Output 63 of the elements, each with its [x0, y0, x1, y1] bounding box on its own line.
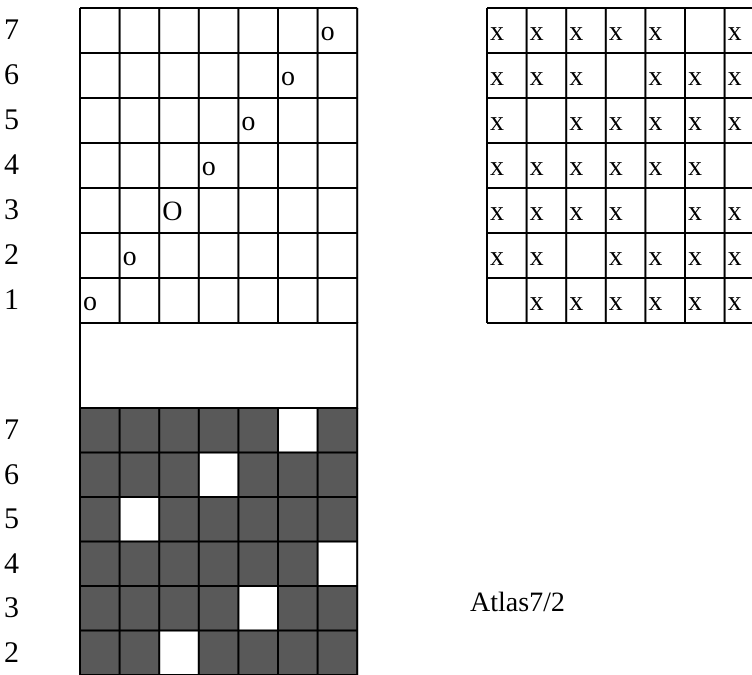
grid-mark: x [490, 60, 504, 94]
grid-mark: x [648, 105, 662, 139]
grid-mark: x [569, 285, 584, 319]
grid-mark: x [648, 240, 662, 274]
row-number: 7 [4, 12, 19, 48]
grid-mark: x [569, 105, 584, 139]
grid-mark: x [728, 240, 742, 274]
grid-mark: x [688, 195, 702, 229]
row-number: 2 [4, 634, 19, 670]
row-number: 3 [4, 192, 19, 228]
grid-mark: o [202, 150, 216, 184]
grid-mark: x [728, 15, 742, 49]
grid-mark: x [530, 285, 544, 319]
grid-mark: x [688, 240, 702, 274]
grid-mark: x [728, 285, 742, 319]
grid-mark: x [608, 150, 623, 184]
grid-mark: x [569, 150, 584, 184]
grid-mark: x [688, 105, 702, 139]
row-number: 5 [4, 501, 19, 537]
grid-mark: o [241, 105, 256, 139]
grid-mark: x [648, 15, 662, 49]
grid-mark: x [530, 195, 544, 229]
grid-mark: x [688, 150, 702, 184]
grid-mark: o [281, 60, 295, 94]
row-number: 1 [4, 282, 19, 318]
grid-mark: O [162, 195, 182, 229]
grid-mark: x [608, 240, 623, 274]
note-text: Atlas7/2 [470, 586, 565, 620]
grid-mark: x [490, 240, 504, 274]
grid-mark: x [490, 15, 504, 49]
grid-mark: x [569, 15, 584, 49]
grid-mark: x [490, 105, 504, 139]
row-number: 7 [4, 412, 19, 448]
grid-mark: x [728, 195, 742, 229]
grid-mark: o [122, 240, 137, 274]
row-number: 4 [4, 147, 19, 183]
row-number: 6 [4, 57, 19, 93]
grid-mark: x [569, 60, 584, 94]
row-number: 4 [4, 546, 19, 582]
grid-mark: o [320, 15, 335, 49]
row-number: 3 [4, 590, 19, 626]
grid-mark: x [608, 15, 623, 49]
grid-mark: x [608, 285, 623, 319]
grid-mark: x [530, 60, 544, 94]
grid-mark: x [728, 60, 742, 94]
grid-mark: o [83, 285, 97, 319]
grid-mark: x [648, 285, 662, 319]
grid-mark: x [569, 195, 584, 229]
grid-mark: x [688, 285, 702, 319]
grid-mark: x [530, 15, 544, 49]
row-number: 6 [4, 456, 19, 492]
grid-mark: x [490, 195, 504, 229]
grid-mark: x [728, 105, 742, 139]
row-number: 5 [4, 102, 19, 138]
grid-mark: x [530, 240, 544, 274]
grid-mark: x [608, 105, 623, 139]
grid-mark: x [608, 195, 623, 229]
row-number: 2 [4, 237, 19, 273]
grid-mark: x [688, 60, 702, 94]
grid-mark: x [490, 150, 504, 184]
grid-mark: x [648, 150, 662, 184]
grid-mark: x [648, 60, 662, 94]
grid-mark: x [530, 150, 544, 184]
